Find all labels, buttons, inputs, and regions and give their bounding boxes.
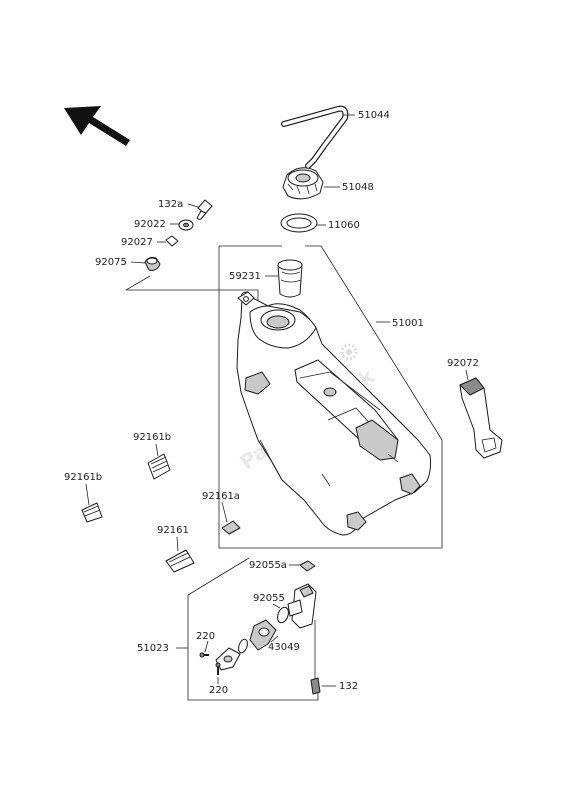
tank-group-bracket — [125, 245, 443, 549]
watermark-gear-icon — [340, 343, 358, 361]
retaining-plate-part — [215, 647, 241, 671]
part-label-92027: 92027 — [121, 237, 153, 248]
damper-92075-part — [144, 257, 161, 271]
lever-43049-part — [249, 619, 277, 651]
fuel-tank-part — [236, 291, 432, 536]
part-label-92161a: 92161a — [202, 491, 240, 502]
part-label-92022: 92022 — [134, 219, 166, 230]
part-label-59231: 59231 — [229, 271, 261, 282]
strap-92072-part — [459, 377, 503, 459]
part-label-11060: 11060 — [328, 220, 360, 231]
filler-neck-part — [277, 259, 303, 298]
part-label-51001: 51001 — [392, 318, 424, 329]
screw-220-lower-part — [215, 662, 221, 675]
part-label-92161b-left: 92161b — [64, 472, 102, 483]
orientation-arrow-icon — [64, 106, 130, 146]
oring-small-part — [238, 638, 248, 654]
part-label-220-upper: 220 — [196, 631, 215, 642]
pad-92161b-left-part — [81, 502, 103, 523]
part-label-92055: 92055 — [253, 593, 285, 604]
part-label-92161: 92161 — [157, 525, 189, 536]
part-label-92075: 92075 — [95, 257, 127, 268]
gasket-part — [280, 213, 318, 233]
part-label-51044: 51044 — [358, 110, 390, 121]
part-label-220-lower: 220 — [209, 685, 228, 696]
part-label-92161b-upper: 92161b — [133, 432, 171, 443]
pad-92161b-upper-part — [147, 453, 171, 480]
bolt-132a-part — [196, 199, 213, 220]
washer-92022-part — [178, 219, 194, 231]
breather-hose-part — [281, 105, 349, 169]
part-label-132: 132 — [339, 681, 358, 692]
part-label-132a: 132a — [158, 199, 183, 210]
oring-92055-part — [277, 606, 289, 624]
part-label-92072: 92072 — [447, 358, 479, 369]
part-label-43049: 43049 — [268, 642, 300, 653]
washer-92055a-part — [299, 560, 316, 572]
pad-92161a-part — [221, 520, 241, 535]
part-label-92055a: 92055a — [249, 560, 287, 571]
part-label-51023: 51023 — [137, 643, 169, 654]
fuel-cock-part — [287, 583, 321, 695]
part-label-51048: 51048 — [342, 182, 374, 193]
fuel-cap-part — [282, 167, 324, 200]
pad-92161-part — [165, 549, 195, 573]
collar-92027-part — [165, 235, 179, 247]
screw-220-upper-part — [199, 652, 209, 658]
